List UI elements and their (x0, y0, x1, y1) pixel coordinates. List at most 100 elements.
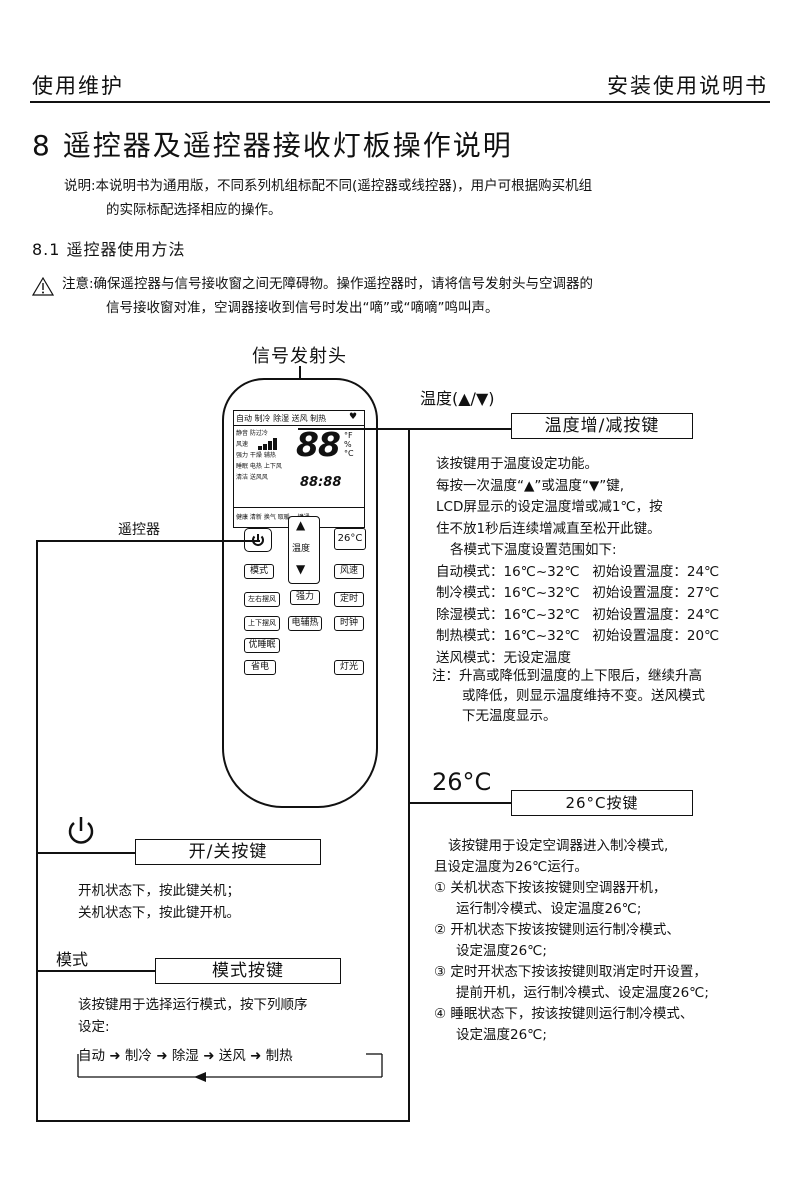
seq-dry: 除湿 (171, 1048, 199, 1064)
mode-small-label: 模式 (56, 950, 89, 969)
temp-note-2: 或降低，则显示温度维持不变。送风模式 (462, 688, 705, 704)
lcd-left-5: 清洁 送风风 (236, 474, 268, 481)
temp-desc-4: 住不放1秒后连续增减直至松开此键。 (436, 520, 661, 537)
c26-desc-2: 且设定温度为26℃运行。 (434, 859, 588, 875)
seq-heat: 制热 (265, 1048, 293, 1064)
lcd-bottom-row: 健康 清新 换气 取暖 一键通 (236, 514, 310, 521)
temp-pointer (298, 428, 410, 430)
swing-ud-button[interactable]: 上下摆风 (244, 616, 280, 631)
c26-item-3a: ③ 定时开状态下按该按键则取消定时开设置， (434, 964, 707, 980)
light-button[interactable]: 灯光 (334, 660, 364, 675)
lcd-mode-row: 自动 制冷 除湿 送风 制热 (236, 414, 327, 423)
power-key-desc: 开机状态下，按此键关机； 关机状态下，按此键开机。 (78, 880, 240, 924)
arrow-right-icon: ➜ (156, 1048, 172, 1064)
mode-button[interactable]: 模式 (244, 564, 274, 579)
c26-key-desc: 该按键用于设定空调器进入制冷模式, 且设定温度为26℃运行。 ① 关机状态下按该… (434, 836, 709, 1046)
timer-button[interactable]: 定时 (334, 592, 364, 607)
c26-desc-1: 该按键用于设定空调器进入制冷模式, (448, 838, 669, 854)
arrow-right-icon: ➜ (109, 1048, 125, 1064)
clock-button[interactable]: 时钟 (334, 616, 364, 631)
remote-pointer (36, 540, 260, 542)
lcd-left-4: 睡眠 电热 上下风 (236, 463, 282, 470)
caution-line-1: 注意:确保遥控器与信号接收窗之间无障碍物。操作遥控器时，请将信号发射头与空调器的 (62, 276, 594, 292)
power-desc-1: 开机状态下，按此键关机； (78, 883, 240, 899)
left-bracket (36, 540, 38, 1120)
seq-auto: 自动 (78, 1048, 105, 1064)
temp-small-label: 温度(▲/▼) (420, 389, 495, 408)
power-key-title: 开/关按键 (135, 839, 321, 865)
swing-lr-button[interactable]: 左右摆风 (244, 592, 280, 607)
emitter-label: 信号发射头 (252, 346, 347, 367)
section-title: 8.1 遥控器使用方法 (32, 240, 186, 259)
temp-mode-row: 制热模式：16℃~32℃ 初始设置温度：20℃ (436, 628, 720, 644)
temp-mode-row: 制冷模式：16℃~32℃ 初始设置温度：27℃ (436, 585, 720, 601)
sleep-button[interactable]: 优睡眠 (244, 638, 280, 653)
temp-desc-1: 该按键用于温度设定功能。 (436, 456, 598, 472)
temperature-rocker: ▲ 温度 ▼ (288, 516, 320, 584)
temp-label: 温度 (292, 544, 311, 554)
temp-key-desc: 该按键用于温度设定功能。 每按一次温度“▲”或温度“▼”键, LCD屏显示的设定… (436, 454, 719, 669)
lcd-temperature: 88 (296, 425, 341, 464)
lcd-left-3: 强力 干燥 辅热 (236, 452, 276, 459)
lcd-units: °F%°C (344, 431, 354, 458)
mode-key-desc: 该按键用于选择运行模式，按下列顺序 设定: (78, 994, 308, 1038)
c26-item-2a: ② 开机状态下按该按键则运行制冷模式、 (434, 922, 680, 938)
c26-item-1b: 运行制冷模式、设定温度26℃; (456, 901, 642, 917)
c26-item-4b: 设定温度26℃; (456, 1027, 547, 1043)
lcd-screen: 自动 制冷 除湿 送风 制热 ♥ 静音 防过冷 风速 强力 干燥 辅热 睡眠 电… (233, 410, 365, 528)
temp-down-button[interactable]: ▼ (296, 562, 306, 576)
eco-button[interactable]: 省电 (244, 660, 276, 675)
lcd-left-2: 风速 (236, 441, 249, 448)
mode-cycle-arrow (77, 1053, 383, 1082)
header-left: 使用维护 (32, 74, 124, 98)
intro-line-2: 的实际标配选择相应的操作。 (106, 202, 282, 218)
temp-note: 注：升高或降低到温度的上下限后，继续升高 或降低，则显示温度维持不变。送风模式 … (432, 666, 705, 726)
turbo-button[interactable]: 强力 (290, 590, 320, 605)
right-bracket (408, 428, 410, 1122)
temp-desc-5: 各模式下温度设置范围如下: (450, 542, 617, 558)
lcd-timer: 88:88 (300, 475, 342, 490)
c26-item-2b: 设定温度26℃; (456, 943, 547, 959)
bottom-bracket (36, 1120, 408, 1122)
temp-mode-row: 自动模式：16℃~32℃ 初始设置温度：24℃ (436, 563, 720, 580)
c26-item-1a: ① 关机状态下按该按键则空调器开机， (434, 880, 667, 896)
emitter-pointer (299, 366, 301, 380)
caution-line-2: 信号接收窗对准，空调器接收到信号时发出“嘀”或“嘀嘀”鸣叫声。 (106, 300, 499, 316)
warning-icon (32, 276, 54, 296)
mode-desc-1: 该按键用于选择运行模式，按下列顺序 (78, 997, 308, 1013)
lcd-left-1: 静音 防过冷 (236, 430, 268, 437)
c26-pointer (410, 802, 512, 804)
mode-desc-2: 设定: (78, 1019, 110, 1035)
fan-speed-button[interactable]: 风速 (334, 564, 364, 579)
c26-item-4a: ④ 睡眠状态下，按该按键则运行制冷模式、 (434, 1006, 694, 1022)
fan-speed-bars-icon (258, 438, 277, 450)
seq-fan: 送风 (218, 1048, 246, 1064)
temp-up-button[interactable]: ▲ (296, 518, 306, 532)
remote-label: 遥控器 (118, 522, 160, 538)
page-title: 8 遥控器及遥控器接收灯板操作说明 (32, 129, 513, 162)
power-icon (252, 534, 264, 546)
c26-button[interactable]: 26°C (334, 528, 366, 550)
power-desc-2: 关机状态下，按此键开机。 (78, 905, 240, 921)
intro-line-1: 说明:本说明书为通用版，不同系列机组标配不同(遥控器或线控器)，用户可根据购买机… (64, 178, 593, 194)
c26-big-label: 26°C (432, 768, 492, 796)
c26-key-title: 26°C按键 (511, 790, 693, 816)
temp-note-3: 下无温度显示。 (462, 708, 557, 724)
temp-key-title: 温度增/减按键 (511, 413, 693, 439)
seq-cool: 制冷 (124, 1048, 152, 1064)
temp-mode-row: 除湿模式：16℃~32℃ 初始设置温度：24℃ (436, 606, 720, 623)
temp-fan-mode: 送风模式：无设定温度 (436, 649, 571, 666)
mode-key-title: 模式按键 (155, 958, 341, 984)
power-icon (68, 817, 94, 844)
temp-desc-2: 每按一次温度“▲”或温度“▼”键, (436, 477, 625, 494)
arrow-right-icon: ➜ (203, 1048, 219, 1064)
remote-control: 自动 制冷 除湿 送风 制热 ♥ 静音 防过冷 风速 强力 干燥 辅热 睡眠 电… (222, 378, 378, 808)
mode-sequence: 自动 ➜ 制冷 ➜ 除湿 ➜ 送风 ➜ 制热 (78, 1044, 293, 1064)
arrow-right-icon: ➜ (250, 1048, 266, 1064)
header-divider (30, 101, 770, 103)
temp-note-1: 注：升高或降低到温度的上下限后，继续升高 (432, 668, 702, 684)
lcd-heart-icon: ♥ (349, 412, 358, 422)
heater-button[interactable]: 电辅热 (288, 616, 322, 631)
header-right: 安装使用说明书 (607, 74, 768, 98)
c26-item-3b: 提前开机，运行制冷模式、设定温度26℃; (456, 985, 709, 1001)
